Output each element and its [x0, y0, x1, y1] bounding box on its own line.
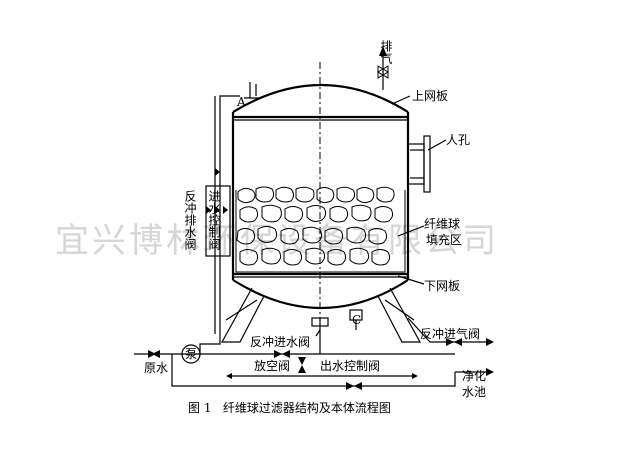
raw-water-valve-icon	[152, 350, 160, 358]
outlet-control-valve-label: 出水控制阀	[320, 359, 380, 373]
clean-pool-label-2: 水池	[462, 385, 486, 399]
vent-pipe	[377, 46, 389, 90]
fitting-a	[244, 82, 262, 99]
vent-label: 排气	[379, 40, 393, 64]
backwash-drain-valve-icon	[206, 206, 211, 214]
inlet-control-valve-icon	[215, 206, 220, 214]
backwash-drain-valve-label: 反冲排水阀	[183, 190, 197, 251]
support-legs	[220, 287, 422, 343]
outlet-control-valve-icon	[298, 365, 306, 373]
vent-valve-icon	[377, 65, 389, 79]
pump-label: 泵	[185, 347, 197, 361]
marker-c-label: C	[352, 313, 361, 327]
leader-lines	[315, 95, 447, 337]
vent-arrow-icon	[379, 46, 387, 56]
raw-water-label: 原水	[144, 361, 168, 375]
bypass-valve-icon	[354, 382, 362, 390]
media-zone-label-2: 填充区	[426, 232, 462, 247]
manhole-label: 人孔	[446, 133, 470, 147]
backwash-air-valve-label: 反冲进气阀	[420, 326, 480, 341]
watermark: 宜兴博林环保设备有限公司	[55, 221, 499, 261]
manhole	[407, 135, 431, 193]
figure-caption: 图 1 纤维球过滤器结构及本体流程图	[188, 400, 391, 415]
inlet-control-valve-label: 进水控制阀	[207, 190, 221, 251]
backwash-air-valve-icon	[454, 338, 462, 346]
drain-valve-icon	[282, 350, 290, 358]
top-dome	[232, 83, 409, 113]
clean-pool-label-1: 净化	[462, 369, 486, 383]
lower-plate-label: 下网板	[424, 279, 460, 293]
pump-icon	[181, 344, 201, 364]
backwash-inlet-valve-label: 反冲进水阀	[250, 334, 310, 349]
marker-a-label: A	[236, 95, 246, 109]
upper-plate-label: 上网板	[412, 89, 448, 103]
drain-valve-label: 放空阀	[254, 358, 290, 373]
left-pipe-network	[199, 95, 240, 354]
fiber-ball-media	[235, 186, 406, 273]
tank-body	[231, 62, 410, 330]
bottom-dome	[232, 279, 409, 309]
bottom-piping	[134, 309, 494, 390]
media-zone-label-1: 纤维球	[424, 217, 460, 231]
